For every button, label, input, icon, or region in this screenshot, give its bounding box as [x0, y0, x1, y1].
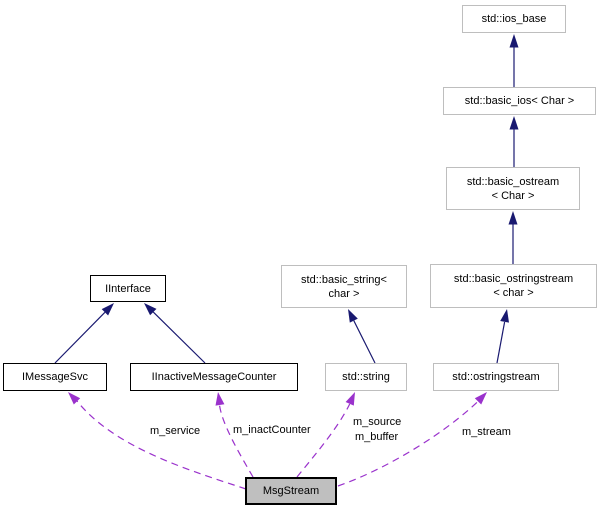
node-label-line2: < Char >	[491, 189, 535, 202]
node-imessagesvc[interactable]: IMessageSvc	[3, 363, 107, 391]
node-std-ios-base: std::ios_base	[462, 5, 566, 33]
node-std-basic-ostream: std::basic_ostream < Char >	[446, 167, 580, 210]
node-msgstream: MsgStream	[245, 477, 337, 505]
node-std-string: std::string	[325, 363, 407, 391]
node-label: IMessageSvc	[21, 371, 89, 383]
node-label: MsgStream	[262, 485, 320, 497]
edge-label-m-stream: m_stream	[462, 426, 511, 438]
edge-label-m-inactcounter: m_inactCounter	[233, 424, 311, 436]
node-std-basic-ios: std::basic_ios< Char >	[443, 87, 596, 115]
edge-iinactivemessagecounter-to-iinterface	[144, 303, 206, 364]
node-std-ostringstream: std::ostringstream	[433, 363, 559, 391]
node-label: std::ios_base	[481, 13, 547, 25]
edge-basic-ostream-to-basic-ios	[509, 116, 519, 167]
node-label-line1: std::basic_string<	[301, 273, 387, 286]
node-label: std::ostringstream	[452, 371, 540, 383]
node-label-line1: std::basic_ostream	[466, 175, 560, 188]
node-label: std::string	[342, 371, 390, 383]
node-std-basic-string: std::basic_string< char >	[281, 265, 407, 308]
edge-msgstream-m-service	[68, 392, 247, 490]
node-label: IInterface	[105, 282, 151, 295]
edge-label-m-source: m_source	[353, 416, 402, 428]
node-iinterface[interactable]: IInterface	[90, 275, 166, 302]
edge-label-m-service: m_service	[150, 425, 201, 437]
node-iinactivemessagecounter[interactable]: IInactiveMessageCounter	[130, 363, 298, 391]
node-label: IInactiveMessageCounter	[151, 371, 277, 383]
edge-label-m-buffer: m_buffer	[355, 431, 399, 443]
node-label: std::basic_ios< Char >	[464, 95, 575, 107]
edge-basic-ostringstream-to-basic-ostream	[508, 211, 518, 264]
node-label-line1: std::basic_ostringstream	[453, 273, 574, 285]
edge-imessagesvc-to-iinterface	[54, 303, 114, 364]
edge-basic-ios-to-ios-base	[509, 34, 519, 87]
node-label-line2: < char >	[493, 287, 534, 299]
edge-ostringstream-to-basic-ostringstream	[496, 309, 509, 364]
edge-string-to-basic-string	[348, 309, 376, 364]
node-std-basic-ostringstream: std::basic_ostringstream < char >	[430, 264, 597, 308]
node-label-line2: char >	[328, 287, 360, 300]
